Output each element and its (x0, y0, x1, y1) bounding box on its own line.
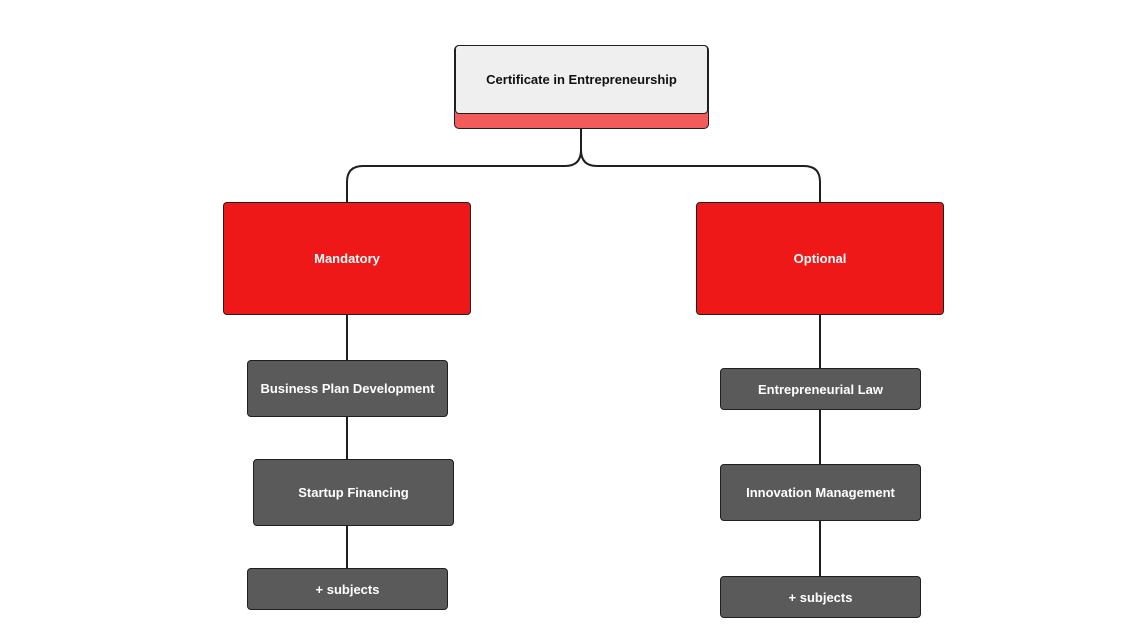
category-mandatory: Mandatory (223, 202, 471, 315)
subject-innovation-management: Innovation Management (720, 464, 921, 521)
subject-entrepreneurial-law: Entrepreneurial Law (720, 368, 921, 410)
subject-startup-financing: Startup Financing (253, 459, 454, 526)
root-to-mandatory-connector (346, 128, 582, 202)
subject-business-plan-development: Business Plan Development (247, 360, 448, 417)
root-node: Certificate in Entrepreneurship (455, 45, 708, 114)
root-to-optional-connector (580, 128, 821, 202)
category-optional: Optional (696, 202, 944, 315)
subject-more-optional: + subjects (720, 576, 921, 618)
subject-more-mandatory: + subjects (247, 568, 448, 610)
